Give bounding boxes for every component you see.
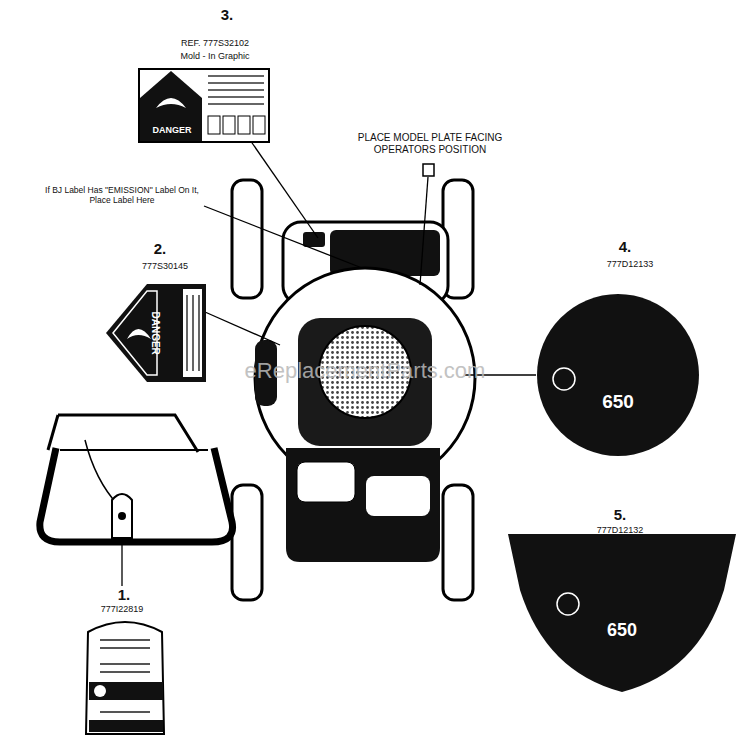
- part-number: 777S30145: [125, 261, 205, 271]
- model-plate: [423, 164, 434, 176]
- callout-number: 3.: [207, 6, 247, 23]
- fine-print: [100, 663, 150, 665]
- control-cable: [85, 440, 118, 505]
- leader-line: [250, 140, 318, 238]
- fine-print: [208, 103, 264, 105]
- plate-dot: [118, 512, 126, 520]
- fine-print: [192, 295, 194, 371]
- label-body: [106, 284, 206, 382]
- fine-print: [198, 295, 200, 371]
- fine-print: [100, 671, 150, 673]
- note: Mold - In Graphic: [150, 51, 280, 61]
- hazard-symbol: [127, 329, 151, 339]
- shield-decal-outline: [506, 532, 738, 694]
- label-band: [89, 682, 163, 700]
- fine-print: [100, 711, 150, 713]
- callout-number: 4.: [605, 238, 645, 255]
- callout-number: 5.: [600, 506, 640, 523]
- danger-label: DANGER: [105, 283, 207, 383]
- decal-body: [508, 534, 736, 692]
- decal-body: [537, 294, 699, 456]
- handle-label: [86, 622, 164, 734]
- bail-bar: [48, 415, 58, 450]
- label-border: [139, 69, 269, 142]
- fine-print: [100, 639, 150, 641]
- hazard-symbol: [156, 98, 186, 108]
- series-number: 650: [506, 620, 738, 641]
- pictogram: [223, 116, 235, 134]
- fine-print: [208, 89, 264, 91]
- part-number: REF. 777S32102: [150, 38, 280, 48]
- part-number: 777D12132: [575, 525, 665, 535]
- label-band: [89, 720, 163, 732]
- front-panel: [297, 462, 355, 502]
- leader-line: [204, 206, 362, 268]
- handle-plate: [112, 494, 132, 538]
- text-strip: [183, 289, 202, 377]
- label-icon: [94, 685, 106, 697]
- fine-print: [186, 295, 188, 371]
- signal-word: DANGER: [150, 312, 161, 352]
- handle-bar: [60, 449, 208, 451]
- round-decal-outline: [536, 293, 700, 457]
- series-decal: 650: [536, 293, 700, 457]
- note: PLACE MODEL PLATE FACING OPERATORS POSIT…: [345, 132, 515, 155]
- note: If BJ Label Has "EMISSION" Label On It, …: [36, 186, 208, 206]
- series-decal: 650: [506, 532, 738, 694]
- fine-print: [208, 96, 264, 98]
- pictogram: [253, 116, 265, 134]
- callout-number: 1.: [104, 586, 144, 603]
- label-spot: [303, 232, 325, 247]
- pictogram: [208, 116, 220, 134]
- front-wheel: [443, 485, 473, 600]
- watermark: eReplacementParts.com: [175, 358, 555, 383]
- part-number: 777I22819: [80, 604, 164, 614]
- fine-print: [100, 647, 150, 649]
- bail-bar: [58, 415, 198, 452]
- leader-line: [121, 540, 122, 586]
- leader-line: [205, 312, 280, 345]
- part-number: 777D12133: [585, 259, 675, 269]
- leader-line: [420, 177, 428, 285]
- pictogram: [238, 116, 250, 134]
- front-wheel: [232, 485, 262, 600]
- rear-wheel: [232, 180, 262, 298]
- callout-number: 2.: [140, 240, 180, 257]
- logo-ring: [557, 593, 579, 615]
- front-housing: [286, 448, 440, 562]
- mower-handle: [40, 448, 233, 542]
- front-badge: [366, 476, 430, 516]
- danger-label: DANGER: [138, 68, 270, 143]
- logo-ring: [553, 368, 575, 390]
- fine-print: [208, 75, 264, 77]
- series-number: 650: [536, 391, 700, 413]
- fine-print: [208, 82, 264, 84]
- signal-word: DANGER: [140, 125, 204, 135]
